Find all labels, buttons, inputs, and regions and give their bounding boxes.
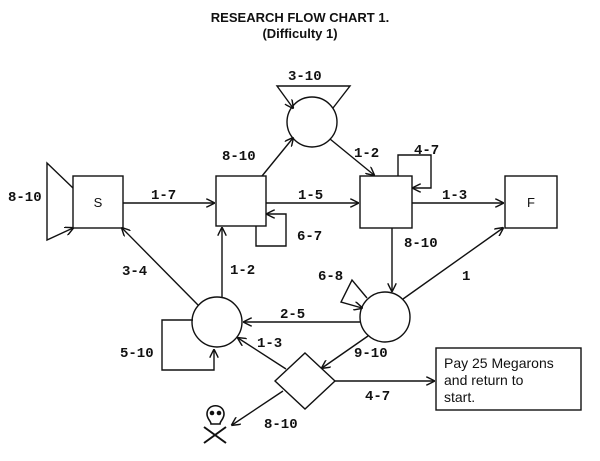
label-right-circle-to-finish: 1: [462, 269, 470, 285]
chart-title: RESEARCH FLOW CHART 1.: [211, 10, 389, 25]
edge-diamond-to-skull: [232, 390, 284, 425]
edge-top-circle-self-loop: [275, 85, 352, 108]
label-diamond-to-left-circle: 1-3: [257, 336, 282, 352]
edge-diamond-to-left-circle: [238, 338, 287, 370]
edge-left-circle-to-start: [122, 228, 199, 306]
finish-node-label: F: [527, 195, 535, 210]
edge-right-circle-to-diamond: [322, 335, 369, 368]
penalty-note-line-1: Pay 25 Megarons: [444, 355, 554, 371]
circle-node-left: [191, 296, 243, 348]
circle-node-right: [359, 291, 411, 343]
label-right-circle-to-diamond: 9-10: [354, 346, 388, 362]
edge-top-circle-to-box2: [329, 138, 374, 175]
label-box1-to-top-circle: 8-10: [222, 149, 256, 165]
edge-right-circle-self-loop: [339, 278, 368, 308]
label-left-circle-to-box1: 1-2: [230, 263, 255, 279]
label-box2-to-right-circle: 8-10: [404, 236, 438, 252]
penalty-note-box: [435, 347, 582, 411]
label-start-self-loop: 8-10: [8, 190, 42, 206]
finish-node: [504, 175, 558, 229]
box-node-1: [215, 175, 267, 227]
label-right-circle-self-loop: 6-8: [318, 269, 343, 285]
label-right-circle-to-left-circle: 2-5: [280, 307, 305, 323]
label-box1-to-box2: 1-5: [298, 188, 323, 204]
label-top-circle-to-box2: 1-2: [354, 146, 379, 162]
label-diamond-to-skull: 8-10: [264, 417, 298, 433]
label-box2-self-loop: 4-7: [414, 143, 439, 159]
label-box2-to-finish: 1-3: [442, 188, 467, 204]
penalty-note-line-3: start.: [444, 389, 475, 405]
chart-subtitle: (Difficulty 1): [262, 26, 337, 41]
circle-node-top: [286, 96, 338, 148]
label-diamond-to-penalty-note: 4-7: [365, 389, 390, 405]
edge-box2-self-loop: [397, 154, 432, 188]
edge-right-circle-to-finish: [402, 228, 503, 300]
label-left-circle-self-loop: 5-10: [120, 346, 154, 362]
edge-box1-to-top-circle: [261, 138, 293, 177]
edge-box1-self-loop: [255, 214, 287, 247]
edge-start-self-loop: [46, 161, 73, 242]
label-box1-self-loop: 6-7: [297, 229, 322, 245]
start-node-label: S: [94, 195, 103, 210]
penalty-note-line-2: and return to: [444, 372, 524, 388]
box-node-2: [359, 175, 413, 229]
start-node: [72, 175, 124, 229]
label-left-circle-to-start: 3-4: [122, 264, 147, 280]
diamond-node: [273, 352, 337, 410]
edge-left-circle-self-loop: [161, 319, 214, 371]
label-start-to-box1: 1-7: [151, 188, 176, 204]
skull-crossbones-icon: [203, 404, 227, 444]
label-top-circle-self-loop: 3-10: [288, 69, 322, 85]
